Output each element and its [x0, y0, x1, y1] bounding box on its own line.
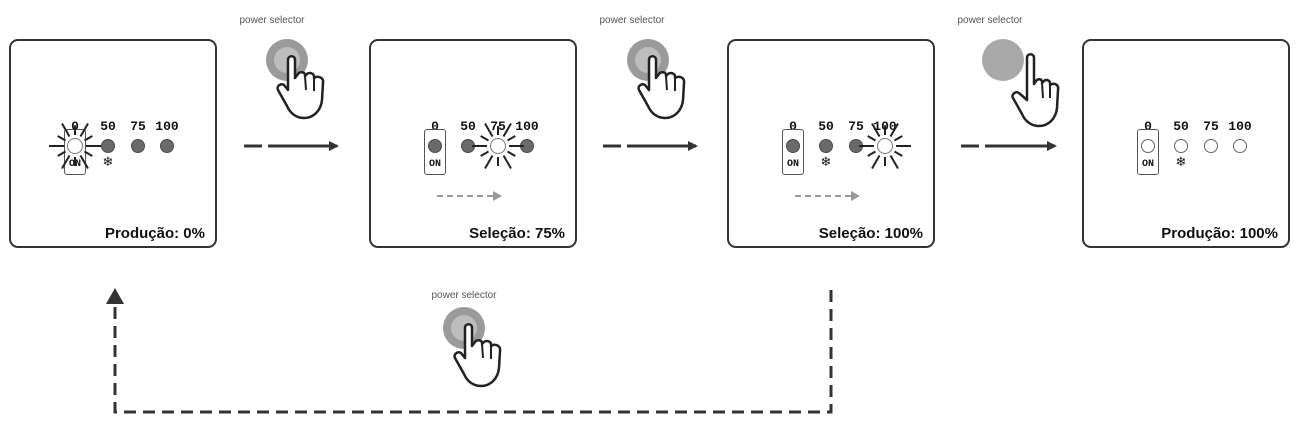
level-label-0: 0	[431, 119, 439, 134]
pointing-hand-icon	[637, 55, 686, 120]
snowflake-icon: ❄	[820, 154, 832, 169]
level-label-50: 50	[1173, 119, 1189, 134]
pointing-hand-icon	[453, 323, 502, 388]
power-level-led-0	[67, 138, 83, 154]
level-label-75: 75	[1203, 119, 1219, 134]
panel-status-text: Produção: 100%	[1161, 225, 1278, 242]
panel-status-text: Seleção: 75%	[469, 225, 565, 242]
power-level-led-75	[1204, 139, 1218, 153]
blinking-led-rays-icon	[49, 123, 101, 169]
level-label-100: 100	[515, 119, 539, 134]
level-label-100: 100	[1228, 119, 1252, 134]
selection-progress-arrow	[795, 191, 860, 201]
power-level-led-50	[101, 139, 115, 153]
power-selector-label-4: power selector	[431, 290, 497, 301]
on-indicator-frame	[1137, 129, 1159, 175]
power-level-led-100	[1233, 139, 1247, 153]
power-selector-label-2: power selector	[599, 15, 665, 26]
level-label-50: 50	[100, 119, 116, 134]
on-indicator-frame	[424, 129, 446, 175]
level-label-50: 50	[460, 119, 476, 134]
level-label-75: 75	[848, 119, 864, 134]
power-level-led-100	[160, 139, 174, 153]
power-selector-button-4[interactable]	[437, 306, 527, 396]
level-label-100: 100	[155, 119, 179, 134]
pointing-hand-icon	[276, 55, 325, 120]
power-level-led-0	[1141, 139, 1155, 153]
snowflake-icon: ❄	[1175, 154, 1187, 169]
power-selector-label-3: power selector	[957, 15, 1023, 26]
power-selector-button-1[interactable]	[262, 38, 352, 128]
level-label-50: 50	[818, 119, 834, 134]
power-level-led-75	[131, 139, 145, 153]
on-indicator-frame	[782, 129, 804, 175]
blinking-led-rays-icon	[859, 123, 911, 169]
power-level-led-50	[1174, 139, 1188, 153]
power-selector-button-3[interactable]	[975, 38, 1070, 133]
power-selector-button-2[interactable]	[623, 38, 713, 128]
state-panel-2: 05075100ONSeleção: 75%	[369, 39, 577, 248]
power-level-led-100	[877, 138, 893, 154]
power-selector-label-1: power selector	[239, 15, 305, 26]
on-label: ON	[1141, 159, 1155, 170]
panel-status-text: Seleção: 100%	[818, 225, 923, 242]
loop-back-arrow	[106, 288, 833, 414]
pointing-hand-icon	[1011, 53, 1060, 128]
snowflake-icon: ❄	[102, 154, 114, 169]
power-level-led-0	[428, 139, 442, 153]
level-label-75: 75	[130, 119, 146, 134]
power-level-led-75	[490, 138, 506, 154]
on-label: ON	[786, 159, 800, 170]
selection-progress-arrow	[437, 191, 502, 201]
on-label: ON	[428, 159, 442, 170]
power-level-led-0	[786, 139, 800, 153]
level-label-0: 0	[1144, 119, 1152, 134]
blinking-led-rays-icon	[472, 123, 524, 169]
level-label-0: 0	[789, 119, 797, 134]
panel-status-text: Produção: 0%	[104, 225, 205, 242]
power-level-led-50	[819, 139, 833, 153]
